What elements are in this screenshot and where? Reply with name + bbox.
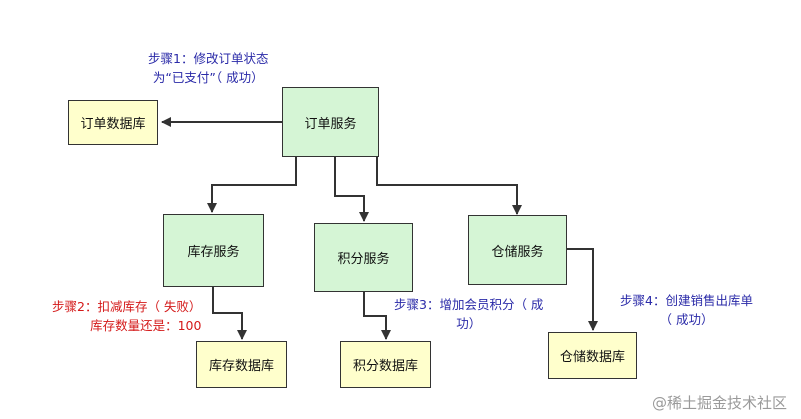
step3-line-2: 功）	[456, 316, 482, 331]
warehouse-service-label: 仓储服务	[491, 244, 544, 260]
inventory-service-node: 库存服务	[163, 214, 264, 287]
inventory-db-node: 库存数据库	[196, 341, 287, 388]
warehouse-db-label: 仓储数据库	[559, 350, 625, 365]
step2-line-2: 库存数量还是：100	[90, 318, 202, 333]
step3-line-1: 步骤3：增加会员积分（ 成	[394, 297, 544, 312]
step1-line-2: 为“已支付”（ 成功）	[152, 70, 264, 85]
points-db-label: 积分数据库	[352, 359, 418, 374]
step2-note: 步骤2：扣减库存（ 失败） 库存数量还是：100	[52, 297, 201, 335]
step1-note: 步骤1：修改订单状态 为“已支付”（ 成功）	[148, 49, 268, 87]
step3-note: 步骤3：增加会员积分（ 成 功）	[394, 295, 543, 333]
step1-line-1: 步骤1：修改订单状态	[148, 51, 269, 66]
inventory-service-label: 库存服务	[187, 245, 240, 260]
arrow-points-to-points-db	[363, 291, 391, 340]
warehouse-service-node: 仓储服务	[468, 215, 567, 285]
points-service-node: 积分服务	[314, 223, 413, 292]
arrow-inventory-to-inventory-db	[212, 286, 247, 340]
points-service-label: 积分服务	[337, 252, 390, 267]
order-db-label: 订单数据库	[80, 117, 146, 132]
points-db-node: 积分数据库	[340, 341, 431, 388]
arrow-order-to-warehouse	[376, 157, 522, 215]
watermark-text: @稀土掘金技术社区	[651, 394, 787, 412]
order-db-node: 订单数据库	[68, 100, 158, 145]
order-service-label: 订单服务	[304, 116, 357, 132]
watermark: @稀土掘金技术社区	[652, 392, 787, 413]
step4-line-2: （ 成功）	[659, 312, 714, 327]
inventory-db-label: 库存数据库	[208, 359, 274, 374]
arrow-order-to-inventory	[207, 157, 297, 213]
warehouse-db-node: 仓储数据库	[548, 332, 637, 379]
step2-line-1: 步骤2：扣减库存（ 失败）	[52, 299, 202, 314]
step4-note: 步骤4：创建销售出库单 （ 成功）	[620, 291, 753, 329]
arrow-warehouse-to-warehouse-db	[567, 248, 598, 331]
step4-line-1: 步骤4：创建销售出库单	[620, 293, 753, 308]
order-service-node: 订单服务	[282, 87, 379, 157]
arrow-order-to-points	[334, 157, 369, 222]
